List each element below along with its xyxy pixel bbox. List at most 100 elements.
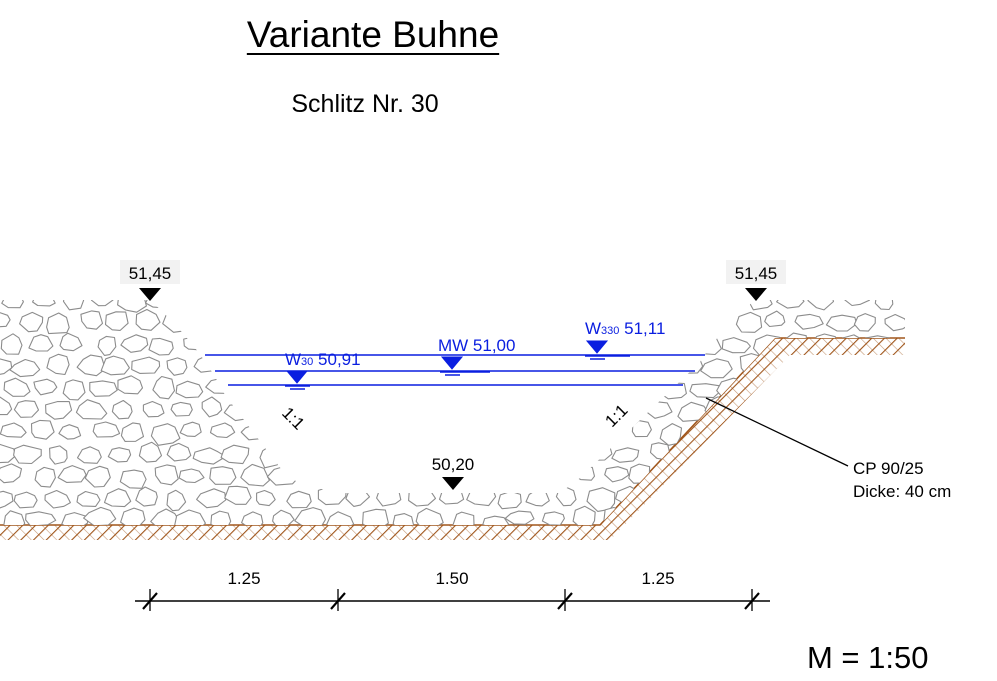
stone (9, 358, 41, 378)
label-w30: W30 50,91 (285, 350, 361, 369)
stone (588, 354, 610, 378)
stone (318, 447, 347, 465)
stone (152, 375, 176, 400)
stone (193, 355, 224, 373)
stone (721, 337, 751, 354)
stone (843, 300, 870, 307)
stone (119, 469, 147, 489)
stone (677, 490, 698, 510)
stone (453, 300, 479, 312)
stone (329, 464, 361, 481)
stone (76, 354, 106, 377)
stone (888, 357, 905, 377)
stone (175, 380, 204, 399)
stone (766, 483, 796, 505)
stone (530, 308, 554, 331)
stone (89, 380, 118, 397)
stone (33, 378, 58, 396)
stone (528, 444, 557, 466)
slope-label-right: 1:1 (601, 401, 631, 431)
stone (719, 463, 749, 487)
stone (873, 512, 895, 525)
svg-text:51,45: 51,45 (735, 264, 778, 283)
water-marker-mw (440, 356, 490, 376)
stone (357, 467, 385, 488)
stone (573, 465, 596, 481)
stone (111, 399, 133, 420)
stone (241, 511, 264, 525)
stone (479, 379, 508, 398)
stone (178, 468, 205, 484)
stone (315, 400, 347, 419)
stone (466, 483, 497, 507)
stone (0, 443, 17, 464)
stone (107, 447, 132, 463)
stone (601, 336, 620, 354)
stone (482, 515, 510, 525)
svg-text:Dicke: 40 cm: Dicke: 40 cm (853, 482, 951, 501)
stone (245, 378, 266, 396)
stone (331, 334, 358, 351)
dimension-3: 1.25 (641, 569, 674, 588)
stone (166, 357, 188, 376)
stone (716, 422, 748, 442)
stone (377, 442, 401, 464)
stone (525, 489, 550, 507)
stone (497, 490, 522, 510)
stone (407, 396, 436, 418)
stone (390, 329, 419, 353)
riprap-stones (0, 300, 905, 525)
stone (220, 444, 250, 465)
stone (874, 300, 894, 311)
svg-text:CP 90/25: CP 90/25 (853, 459, 924, 478)
stone (659, 423, 683, 446)
stone (170, 401, 193, 417)
stone (104, 311, 129, 331)
stone (857, 400, 886, 422)
stone (0, 463, 23, 484)
stone (0, 358, 13, 377)
stone (259, 445, 283, 469)
stone (80, 310, 104, 330)
stone (243, 300, 269, 310)
stone (220, 353, 251, 373)
stone (240, 463, 270, 487)
stone (59, 332, 83, 352)
stone (442, 423, 473, 443)
stone (861, 356, 883, 379)
stone (255, 398, 283, 419)
stone (438, 489, 465, 505)
svg-text:51,45: 51,45 (129, 264, 172, 283)
label-mw: MW 51,00 (438, 336, 515, 355)
stone (13, 400, 40, 418)
stone (326, 511, 355, 525)
stone (541, 511, 565, 525)
stone (45, 401, 73, 420)
stone (154, 464, 179, 486)
stone (794, 398, 823, 422)
stone (206, 300, 234, 306)
stone (193, 311, 224, 331)
stone (525, 403, 549, 421)
stone (61, 512, 89, 525)
stone (435, 397, 459, 418)
stone (582, 440, 613, 461)
stone (0, 422, 27, 438)
stone (463, 316, 494, 334)
stone (117, 375, 144, 395)
stone (166, 442, 192, 462)
stone (798, 358, 821, 375)
stone (707, 491, 735, 511)
stone (135, 308, 161, 331)
stone (150, 423, 181, 446)
stone (830, 359, 854, 377)
stone (344, 400, 368, 421)
stone (183, 335, 212, 351)
stone (265, 300, 294, 313)
stone (373, 310, 399, 331)
stone (362, 426, 391, 444)
stone (597, 380, 622, 401)
stone (256, 489, 276, 507)
stone (820, 491, 853, 508)
